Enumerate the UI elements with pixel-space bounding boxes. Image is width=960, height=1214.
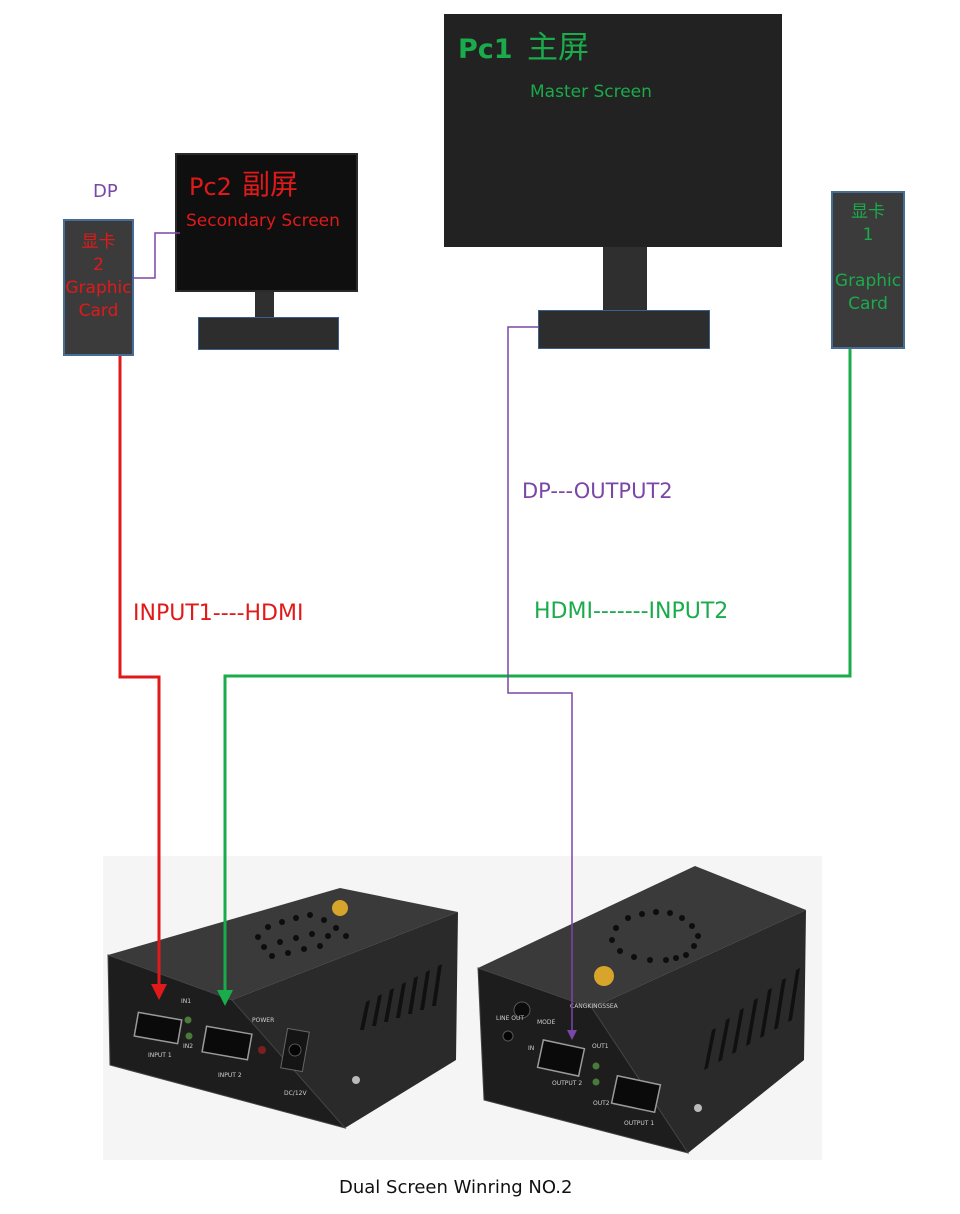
purple-connection-label: DP---OUTPUT2: [522, 479, 673, 503]
secondary-en-label: Secondary Screen: [186, 211, 340, 231]
graphic-card-1: 显卡 1 Graphic Card: [831, 191, 905, 349]
label-brand: CANGKINGSSEA: [570, 1003, 619, 1010]
graphic-card-1-line2: Card: [848, 294, 888, 314]
green-arrowhead: [217, 990, 233, 1006]
red-connection-label: INPUT1----HDMI: [133, 601, 304, 626]
label-output1: OUTPUT 1: [624, 1120, 654, 1127]
master-cn-label: 主屏: [527, 30, 589, 66]
secondary-pc-label: Pc2: [189, 173, 232, 201]
device-a: IN1 IN2 POWER INPUT 1 INPUT 2 DC/12V: [107, 888, 458, 1129]
master-pc-label: Pc1: [458, 34, 513, 65]
label-power: POWER: [252, 1017, 274, 1024]
label-in1: IN1: [181, 998, 191, 1005]
label-dc: DC/12V: [284, 1090, 307, 1097]
secondary-cn-label: 副屏: [242, 168, 299, 201]
label-in: IN: [528, 1045, 534, 1052]
red-wire: [118, 356, 161, 990]
master-monitor-screen: [444, 14, 782, 247]
graphic-card-2-line2: Card: [78, 301, 119, 321]
diagram-caption: Dual Screen Winring NO.2: [339, 1177, 573, 1198]
green-connection-label: HDMI-------INPUT2: [534, 599, 729, 624]
label-input1: INPUT 1: [148, 1052, 172, 1059]
label-mode: MODE: [537, 1019, 556, 1026]
graphic-card-1-cn: 显卡: [851, 202, 885, 222]
dp-port-label: DP: [93, 181, 118, 202]
graphic-card-2-line1: Graphic: [65, 278, 132, 298]
secondary-monitor-stand: [255, 292, 274, 319]
graphic-card-1-line1: Graphic: [834, 271, 902, 291]
master-monitor-base: [538, 310, 710, 349]
label-in2: IN2: [183, 1043, 193, 1050]
graphic-card-1-number: 1: [862, 225, 874, 245]
label-out1: OUT1: [592, 1043, 609, 1050]
label-out2: OUT2: [593, 1100, 610, 1107]
purple-wire: [507, 326, 573, 1034]
label-output2: OUTPUT 2: [552, 1080, 582, 1087]
label-input2: INPUT 2: [218, 1072, 242, 1079]
purple-arrowhead: [567, 1030, 577, 1040]
master-monitor-stand: [603, 247, 647, 310]
secondary-monitor-screen: [175, 153, 358, 292]
master-en-label: Master Screen: [530, 82, 652, 102]
graphic-card-2-number: 2: [93, 255, 104, 275]
label-line-out: LINE OUT: [496, 1015, 524, 1022]
graphic-card-2: 显卡 2 Graphic Card: [63, 219, 134, 356]
purple-dp-short-wire: [132, 232, 180, 279]
green-wire: [223, 349, 852, 996]
device-b: CANGKINGSSEA MODE OUT1 OUT2 OUTPUT 2 OUT…: [477, 866, 806, 1154]
red-arrowhead: [151, 984, 167, 1000]
secondary-monitor-base: [198, 317, 339, 350]
graphic-card-2-cn: 显卡: [81, 232, 116, 252]
